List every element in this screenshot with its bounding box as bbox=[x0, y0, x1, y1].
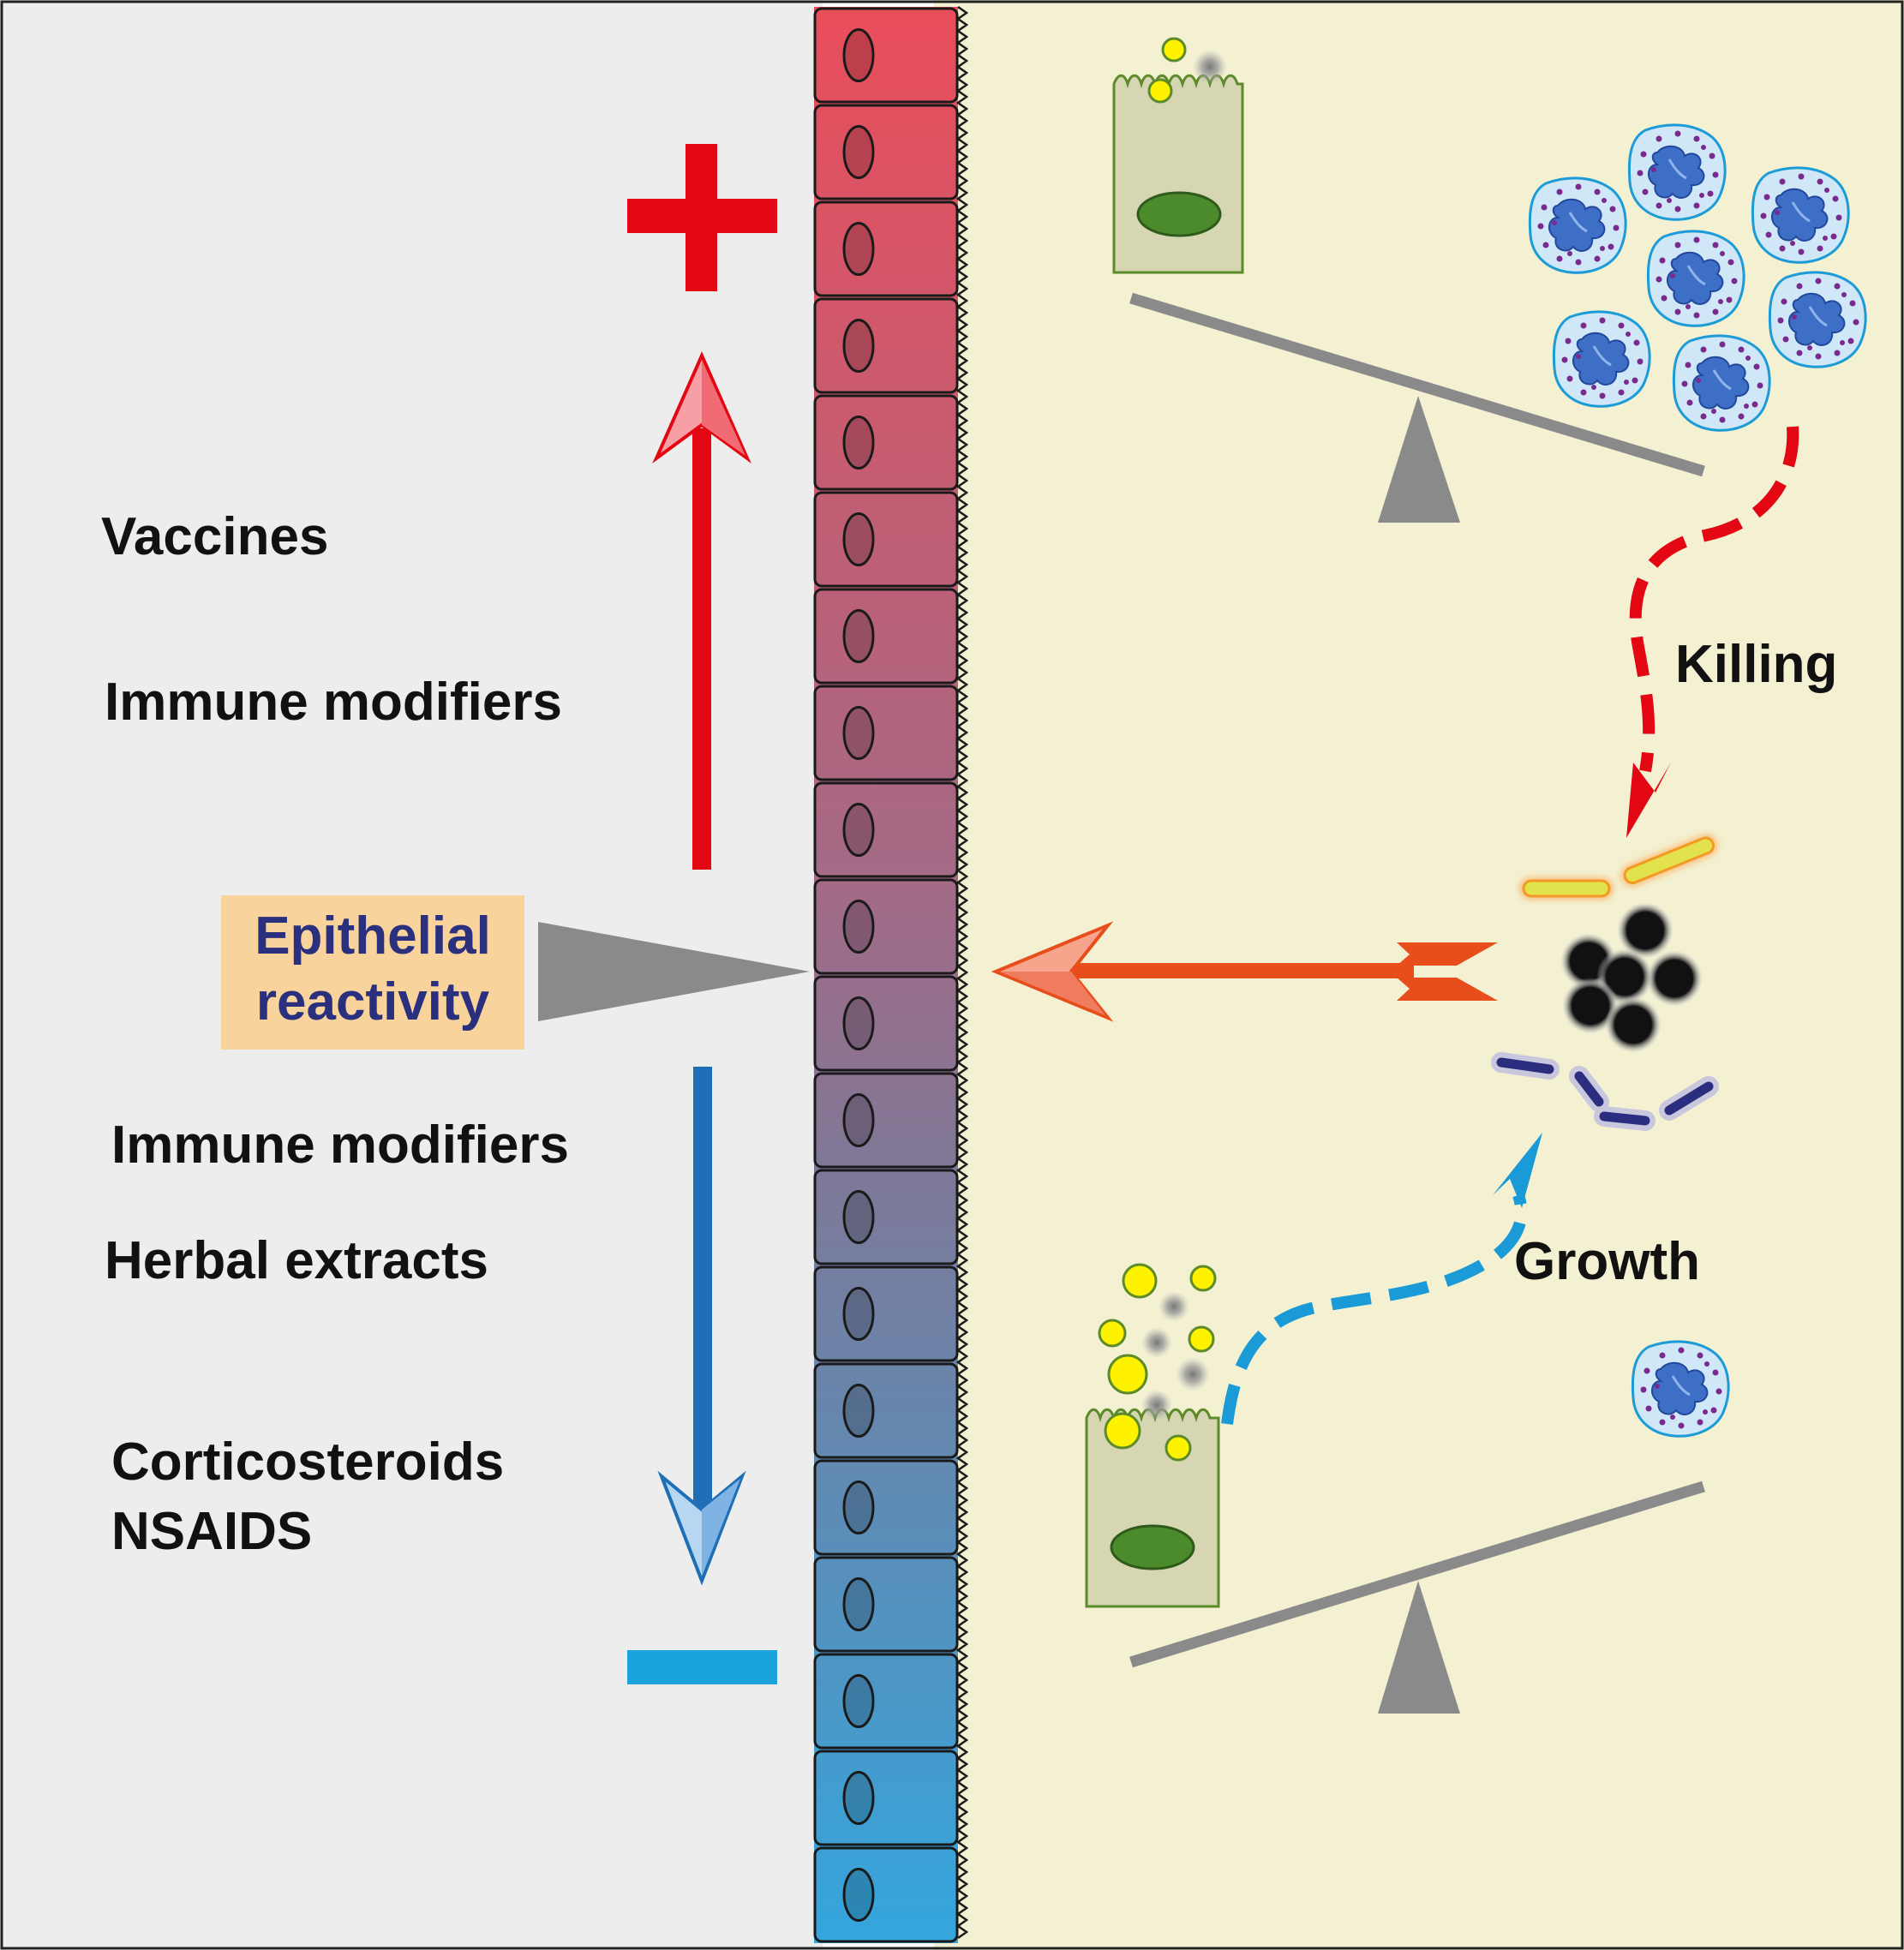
epithelial-reactivity-line1: Epithelial bbox=[254, 906, 491, 966]
growth-label: Growth bbox=[1514, 1232, 1700, 1291]
cell-nucleus bbox=[842, 1093, 875, 1147]
cell-nucleus bbox=[842, 996, 875, 1050]
decrease-item-nsaids: NSAIDS bbox=[111, 1502, 312, 1561]
decrease-item-immune-modifiers: Immune modifiers bbox=[111, 1116, 569, 1175]
minus-icon bbox=[627, 1650, 777, 1684]
cell-nucleus bbox=[842, 222, 875, 276]
goblet-cell-icon bbox=[1112, 37, 1244, 274]
killing-arrow bbox=[1626, 426, 1799, 838]
cell-nucleus bbox=[842, 803, 875, 857]
decrease-item-herbal-extracts: Herbal extracts bbox=[105, 1231, 488, 1290]
cell-nucleus bbox=[842, 900, 875, 954]
goblet-cell-icon bbox=[1085, 1263, 1220, 1608]
epithelial-cell bbox=[813, 685, 959, 781]
cell-nucleus bbox=[842, 609, 875, 663]
killing-label: Killing bbox=[1675, 635, 1837, 694]
decrease-item-corticosteroids: Corticosteroids bbox=[111, 1433, 504, 1492]
epithelial-cell bbox=[813, 878, 959, 975]
cell-nucleus bbox=[842, 706, 875, 760]
epithelial-cell bbox=[813, 1750, 959, 1846]
increase-item-vaccines: Vaccines bbox=[101, 507, 328, 566]
epithelial-cell bbox=[813, 1072, 959, 1169]
increase-item-immune-modifiers: Immune modifiers bbox=[105, 673, 562, 732]
cell-nucleus bbox=[842, 1287, 875, 1341]
cell-nucleus bbox=[842, 319, 875, 373]
cell-nucleus bbox=[842, 512, 875, 566]
neutrophil-icon bbox=[1631, 1340, 1730, 1438]
cell-nucleus bbox=[842, 1577, 875, 1631]
epithelial-cell bbox=[813, 975, 959, 1072]
cell-nucleus bbox=[842, 28, 875, 82]
reactivity-pointer bbox=[538, 922, 810, 1021]
epithelial-cell bbox=[813, 394, 959, 491]
balance-scale-icon bbox=[1129, 1480, 1705, 1714]
cell-nucleus bbox=[842, 1190, 875, 1244]
epithelial-cell bbox=[813, 297, 959, 394]
epithelial-cell bbox=[813, 588, 959, 685]
bacteria-icon bbox=[1491, 834, 1719, 1131]
growth-arrow bbox=[1221, 1133, 1542, 1425]
decrease-arrow bbox=[657, 1067, 746, 1586]
increase-arrow bbox=[652, 351, 751, 870]
epithelial-cell bbox=[813, 1846, 959, 1943]
cilia-edge bbox=[955, 5, 969, 1940]
epithelium-icon bbox=[813, 7, 959, 1943]
epithelial-cell bbox=[813, 1653, 959, 1750]
cell-nucleus bbox=[842, 1480, 875, 1534]
epithelial-cell bbox=[813, 104, 959, 200]
cell-nucleus bbox=[842, 1771, 875, 1825]
epithelial-cell bbox=[813, 1169, 959, 1265]
balance-scale-icon bbox=[1129, 292, 1705, 523]
epithelial-reactivity-box bbox=[221, 895, 524, 1050]
cell-nucleus bbox=[842, 1384, 875, 1438]
cell-nucleus bbox=[842, 1674, 875, 1728]
cell-nucleus bbox=[842, 416, 875, 470]
epithelial-reactivity-line2: reactivity bbox=[256, 972, 490, 1032]
epithelium-gradient bbox=[814, 7, 958, 1943]
epithelial-cell bbox=[813, 1459, 959, 1556]
stimulus-arrow bbox=[991, 921, 1498, 1022]
cell-nucleus bbox=[842, 125, 875, 179]
epithelial-cell bbox=[813, 200, 959, 297]
cell-nucleus bbox=[842, 1868, 875, 1922]
epithelial-cell bbox=[813, 491, 959, 588]
plus-icon bbox=[627, 144, 777, 291]
epithelial-cell bbox=[813, 781, 959, 878]
epithelial-cell bbox=[813, 1556, 959, 1653]
